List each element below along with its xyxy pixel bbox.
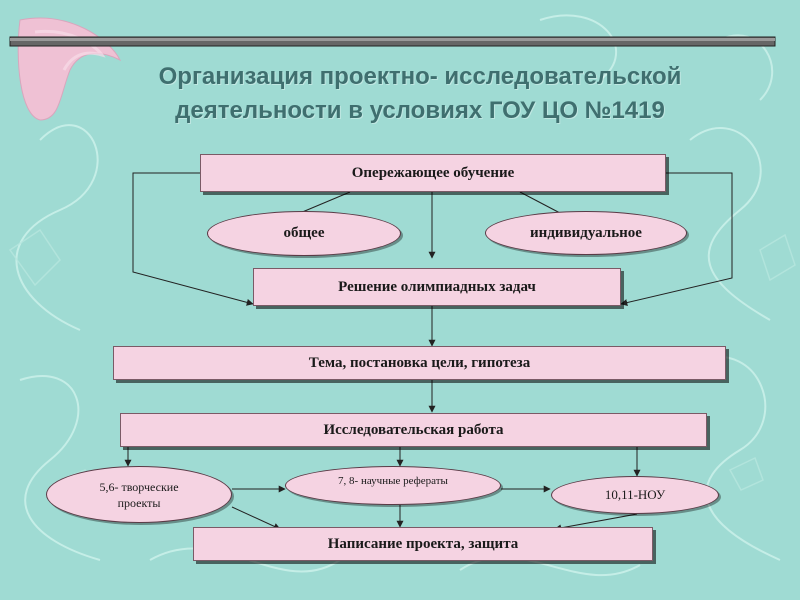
individual-oval: индивидуальное bbox=[485, 211, 687, 255]
advanced-learning-box: Опережающее обучение bbox=[200, 154, 666, 192]
title-line-1: Организация проектно- исследовательской bbox=[158, 63, 682, 90]
olympiad-box: Решение олимпиадных задач bbox=[253, 268, 621, 306]
nou-label: 10,11-НОУ bbox=[604, 487, 666, 502]
essays-label: 7, 8- научные рефераты bbox=[338, 475, 448, 487]
creative-projects-oval: 5,6- творческие проекты bbox=[46, 466, 232, 523]
general-oval: общее bbox=[207, 211, 401, 256]
general-label: общее bbox=[283, 225, 325, 241]
creative-projects-label: 5,6- творческие проекты bbox=[99, 479, 179, 510]
topic-goal-label: Тема, постановка цели, гипотеза bbox=[308, 354, 531, 371]
nou-oval: 10,11-НОУ bbox=[551, 476, 719, 514]
writing-label: Написание проекта, защита bbox=[327, 535, 519, 552]
writing-box: Написание проекта, защита bbox=[193, 527, 653, 561]
advanced-learning-label: Опережающее обучение bbox=[351, 164, 515, 181]
title-line-2: деятельности в условиях ГОУ ЦО №1419 bbox=[175, 97, 665, 124]
individual-label: индивидуальное bbox=[530, 224, 642, 241]
olympiad-label: Решение олимпиадных задач bbox=[338, 278, 536, 295]
slide-title: Организация проектно- исследовательской … bbox=[100, 60, 740, 128]
research-box: Исследовательская работа bbox=[120, 413, 707, 447]
topic-goal-box: Тема, постановка цели, гипотеза bbox=[113, 346, 726, 380]
essays-oval: 7, 8- научные рефераты bbox=[285, 466, 501, 505]
research-label: Исследовательская работа bbox=[323, 421, 504, 438]
